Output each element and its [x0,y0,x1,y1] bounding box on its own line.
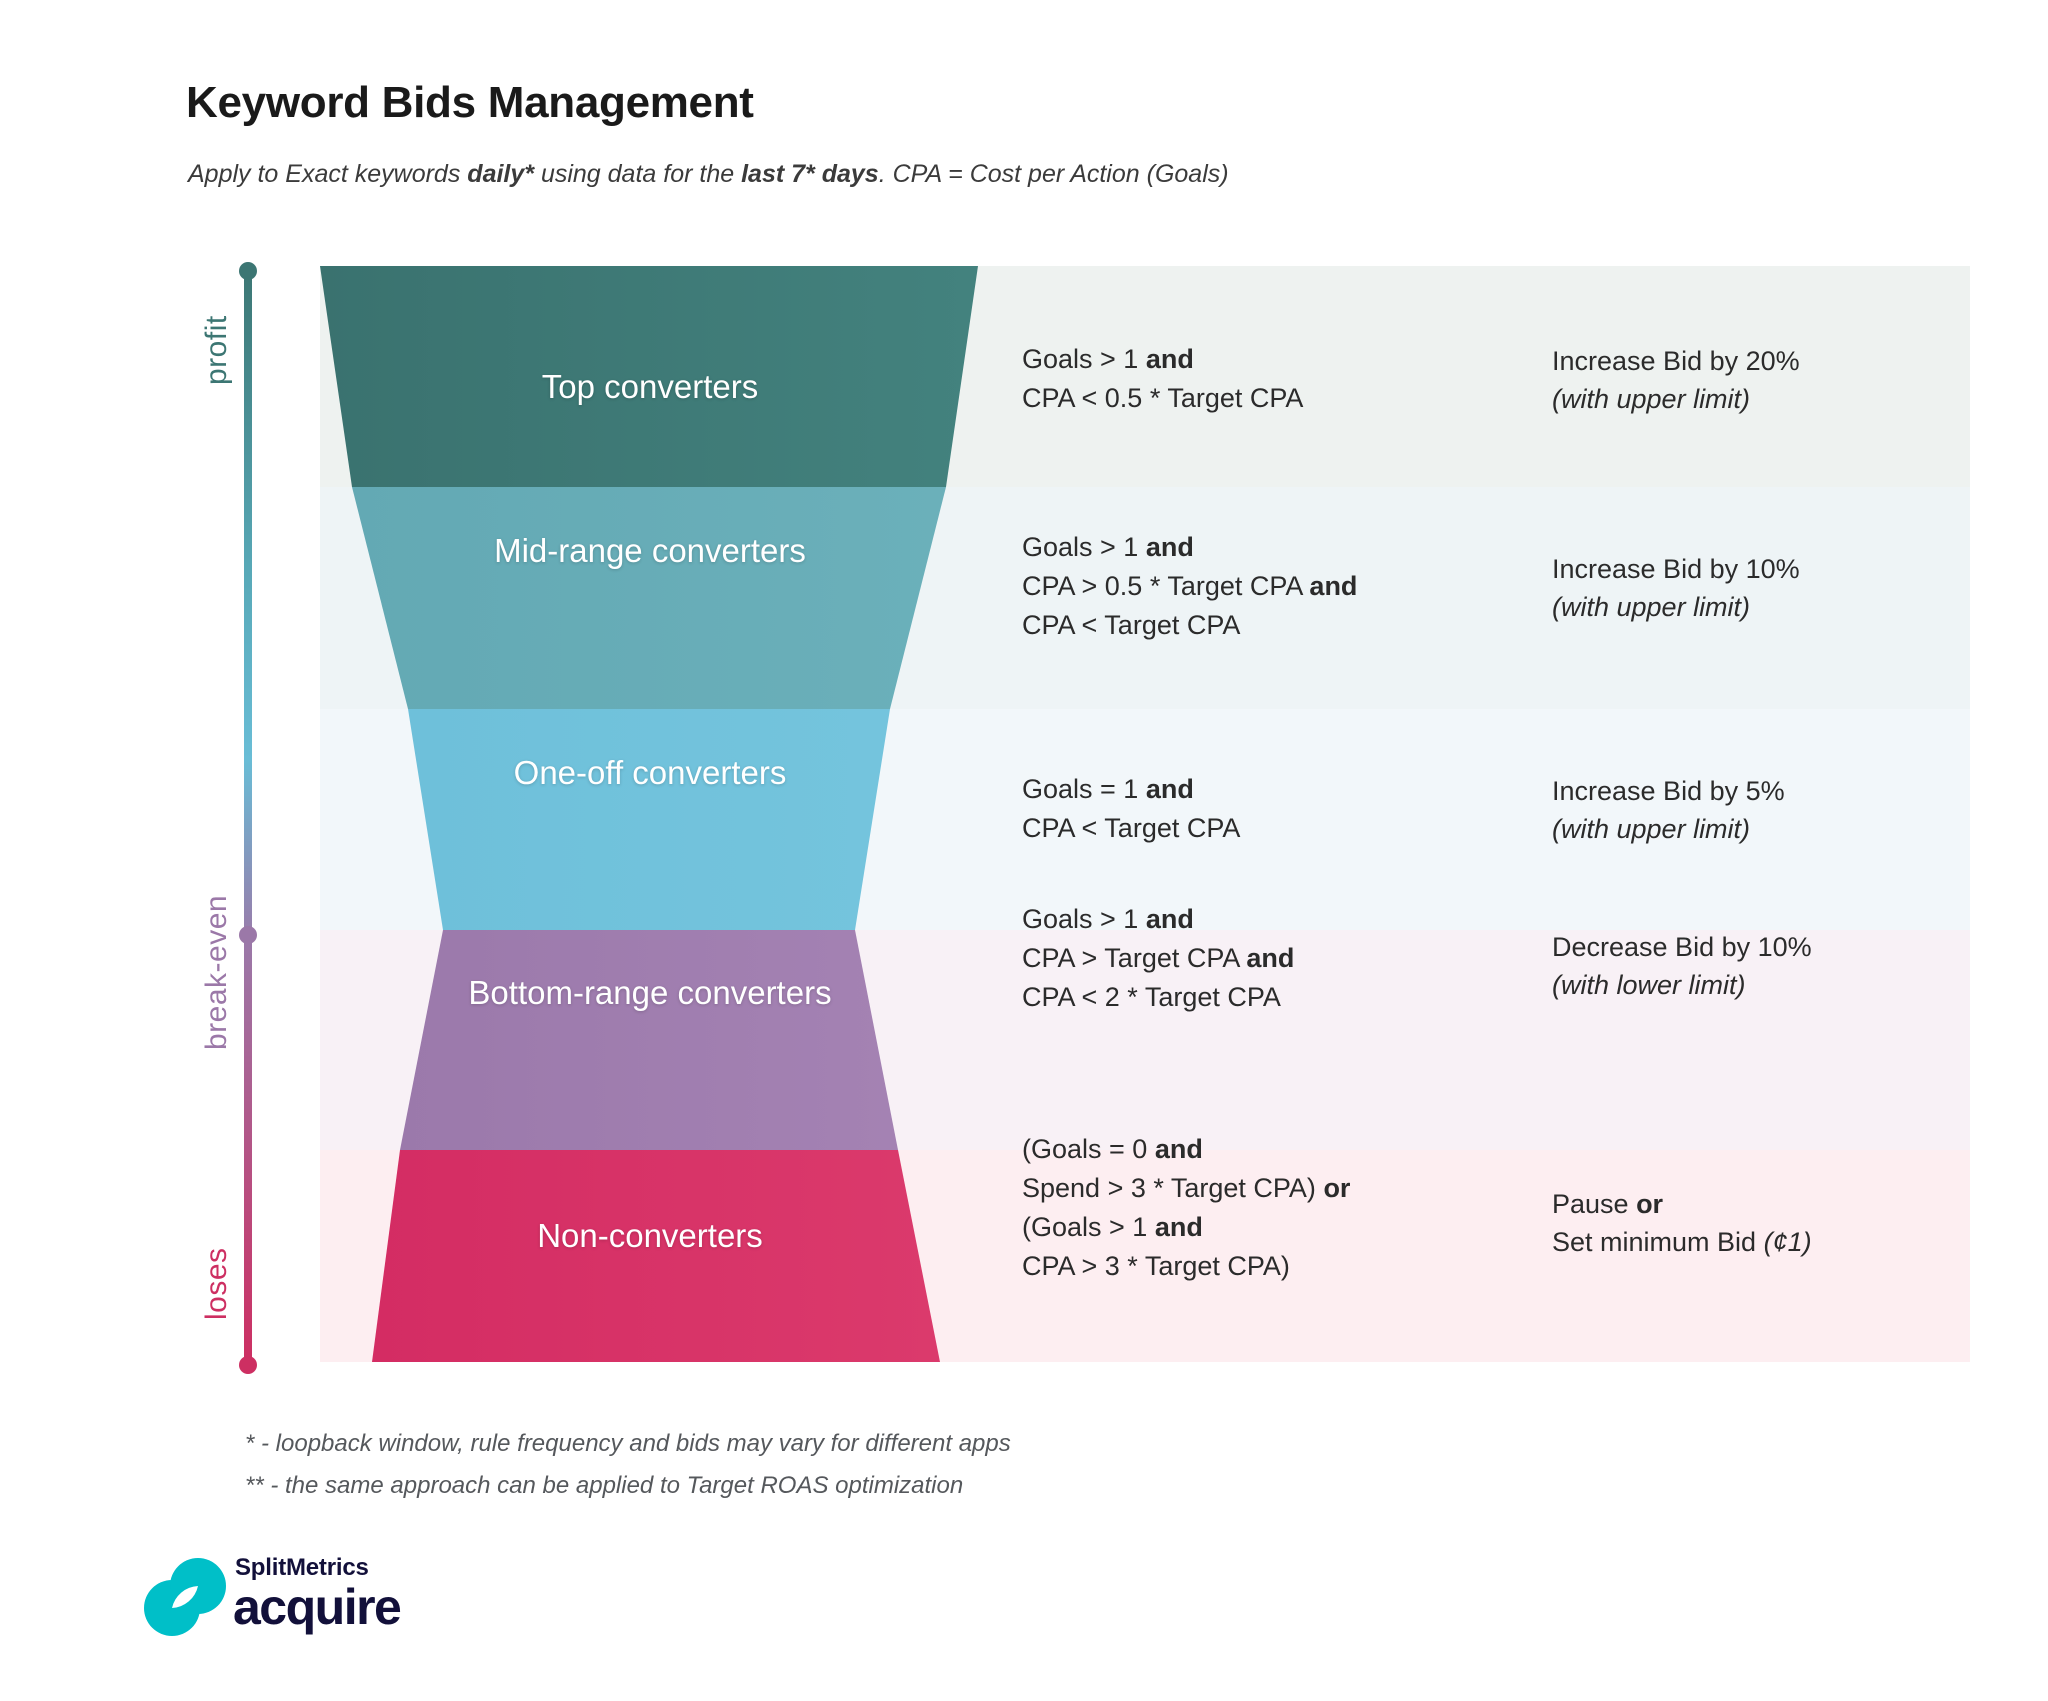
action-line: (with lower limit) [1552,970,1746,1001]
subtitle-part-3: last 7* days [741,160,879,188]
condition-line: Goals > 1 and [1022,532,1194,562]
funnel-segment-label: Mid-range converters [494,532,806,569]
condition-line: CPA < Target CPA [1022,610,1241,641]
condition-line: CPA < Target CPA [1022,813,1241,844]
action-line: Set minimum Bid (¢1) [1552,1227,1812,1258]
funnel-segment-label: Non-converters [537,1217,763,1254]
subtitle-part-4: . CPA = Cost per Action (Goals) [878,160,1229,188]
axis-tick-dot [239,1356,257,1374]
logo-splitmetrics-text: SplitMetrics [235,1554,369,1581]
footnote: * - loopback window, rule frequency and … [245,1430,1011,1458]
footnote-text: - loopback window, rule frequency and bi… [254,1430,1011,1457]
funnel-segment-label: One-off converters [513,754,787,791]
action-line: Decrease Bid by 10% [1552,932,1812,962]
logo-acquire-text: acquire [233,1579,402,1635]
funnel-segment-label: Top converters [541,368,759,405]
condition-line: CPA > 3 * Target CPA) [1022,1251,1290,1282]
action-line: Increase Bid by 5% [1552,776,1785,806]
funnel-segment-label: Bottom-range converters [468,974,832,1011]
splitmetrics-acquire-logo: SplitMetrics acquire [140,1550,480,1660]
condition-line: CPA < 2 * Target CPA [1022,982,1281,1013]
condition-line: Goals > 1 and [1022,344,1194,374]
footnote-marker: * [245,1430,255,1457]
page-subtitle: Apply to Exact keywords daily* using dat… [188,160,1229,189]
action-line: Increase Bid by 20% [1552,346,1800,376]
footnote-marker: ** [245,1472,264,1499]
value-axis [244,266,252,1362]
condition-line: CPA > Target CPA and [1022,943,1295,974]
footnote-text: - the same approach can be applied to Ta… [263,1472,964,1499]
condition-line: (Goals = 0 and [1022,1134,1203,1164]
footnote: ** - the same approach can be applied to… [245,1472,963,1500]
condition-line: Spend > 3 * Target CPA) or [1022,1173,1351,1204]
axis-label-profit: profit [200,315,233,385]
subtitle-part-0: Apply to Exact keywords [188,160,468,188]
condition-line: Goals = 1 and [1022,774,1194,804]
action-line: (with upper limit) [1552,384,1751,415]
axis-tick-dot [239,262,257,280]
action-line: Increase Bid by 10% [1552,554,1800,584]
condition-line: (Goals > 1 and [1022,1212,1203,1243]
subtitle-part-1: daily* [467,160,534,188]
action-line: (with upper limit) [1552,814,1751,845]
action-text: Increase Bid by 10% (with upper limit) [1552,550,1972,627]
action-text: Increase Bid by 20% (with upper limit) [1552,342,1972,419]
action-text: Pause or Set minimum Bid (¢1) [1552,1185,1972,1262]
page-title: Keyword Bids Management [186,78,754,127]
action-text: Increase Bid by 5% (with upper limit) [1552,772,1972,849]
action-text: Decrease Bid by 10% (with lower limit) [1552,928,1972,1005]
condition-line: Goals > 1 and [1022,904,1194,934]
axis-tick-dot [239,926,257,944]
action-line: Pause or [1552,1189,1664,1219]
logo-mark-icon [144,1558,226,1636]
subtitle-part-2: using data for the [534,160,742,188]
axis-label-break-even: break-even [200,894,233,1050]
action-line: (with upper limit) [1552,592,1751,623]
condition-line: CPA > 0.5 * Target CPA and [1022,571,1358,602]
condition-line: CPA < 0.5 * Target CPA [1022,383,1304,414]
axis-label-loses: loses [200,1247,233,1320]
